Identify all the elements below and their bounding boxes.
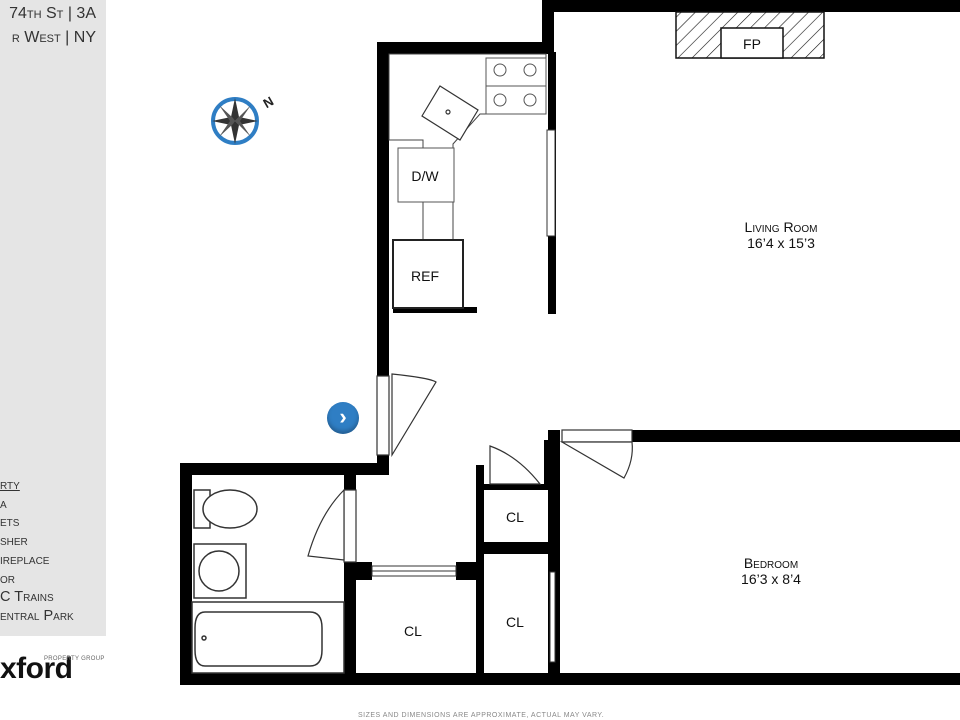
feature-item: sher <box>0 533 28 550</box>
feature-item: a <box>0 495 7 512</box>
fireplace-label: FP <box>743 36 761 52</box>
bedroom-name: Bedroom <box>743 555 799 571</box>
features-heading: rty <box>0 477 20 493</box>
closet-door-upper <box>489 445 542 485</box>
sink-icon <box>421 85 479 141</box>
dishwasher-box <box>397 147 455 203</box>
feature-item: ireplace <box>0 551 50 568</box>
refrigerator-box <box>392 239 464 309</box>
feature-item: or <box>0 570 15 587</box>
bathtub-icon <box>191 601 345 674</box>
closet-hall-label: CL <box>404 623 422 639</box>
bedroom-label: Bedroom 16’3 x 8’4 <box>706 555 836 587</box>
feature-item: C Trains <box>0 589 54 606</box>
closet-upper-label: CL <box>506 509 524 525</box>
living-room-label: Living Room 16’4 x 15’3 <box>716 219 846 251</box>
brand-logo: xford <box>0 652 73 685</box>
sidebar <box>0 0 106 636</box>
refrigerator-label: REF <box>411 268 439 284</box>
bedroom-door <box>559 429 633 479</box>
windows <box>546 129 556 237</box>
dishwasher-label: D/W <box>411 168 439 184</box>
bedroom-dims: 16’3 x 8’4 <box>741 571 801 587</box>
address-line-2: r West | NY <box>11 29 96 46</box>
toilet-icon <box>193 489 258 529</box>
features-list: rty a ets sher ireplace or C Trains entr… <box>0 476 106 626</box>
living-room-name: Living Room <box>744 219 818 235</box>
compass-icon <box>211 97 259 145</box>
entry-arrow-icon[interactable]: › <box>327 402 359 434</box>
stove-icon <box>485 57 547 115</box>
vanity-sink-icon <box>193 543 247 599</box>
entry-door <box>376 373 437 458</box>
feature-item: entral Park <box>0 607 74 624</box>
brand-logo-subtext: PROPERTY GROUP <box>44 656 105 662</box>
closet-side-door <box>549 571 556 663</box>
bathroom-door <box>307 488 357 563</box>
walls <box>180 0 960 685</box>
compass-north-label: N <box>261 93 277 111</box>
closet-sliding-door <box>371 565 457 577</box>
fireplace-icon <box>675 11 825 59</box>
closet-middle-label: CL <box>506 614 524 630</box>
living-room-dims: 16’4 x 15’3 <box>747 235 815 251</box>
feature-item: ets <box>0 514 20 531</box>
address-line-1: 74th St | 3A <box>9 5 96 22</box>
footer-disclaimer: SIZES AND DIMENSIONS ARE APPROXIMATE, AC… <box>358 712 605 719</box>
